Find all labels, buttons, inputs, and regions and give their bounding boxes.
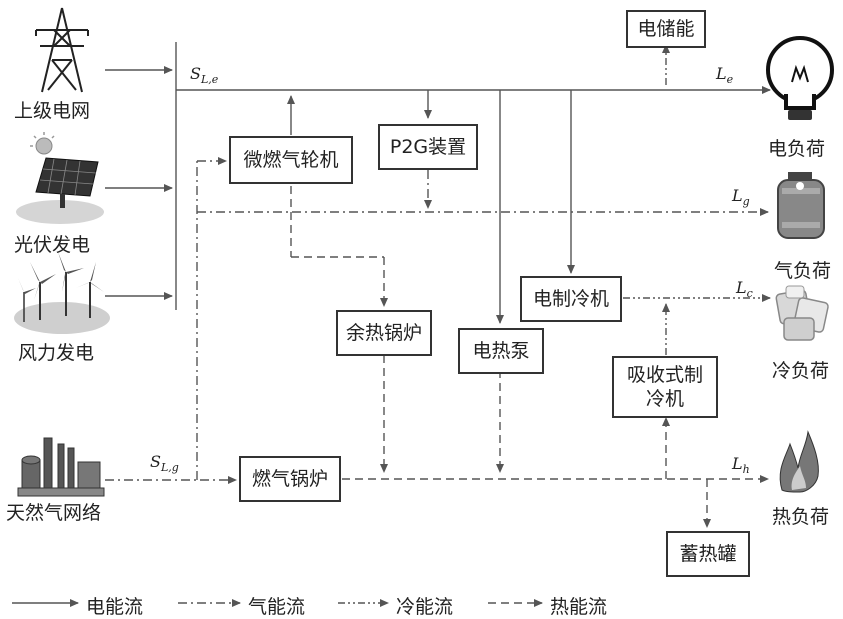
cold-flow-lines <box>623 44 771 355</box>
wind-turbine-icon <box>14 252 110 334</box>
slg-label: SL,g <box>150 452 179 475</box>
gas-cylinder-icon <box>777 172 825 239</box>
cold-load-label: 冷负荷 <box>772 360 830 382</box>
sle-label: SL,e <box>190 64 219 87</box>
gas-load-label: 气负荷 <box>774 260 832 282</box>
gas-boiler-node: 燃气锅炉 <box>239 456 341 502</box>
p2g-node: P2G装置 <box>378 124 478 170</box>
absorption-chiller-label-line2: 冷机 <box>645 388 684 410</box>
legend-cold: 冷能流 <box>396 596 454 618</box>
ice-cubes-icon <box>775 285 829 341</box>
absorption-chiller-node: 吸收式制 冷机 <box>612 356 718 418</box>
wind-label: 风力发电 <box>18 342 95 364</box>
waste-heat-boiler-node: 余热锅炉 <box>336 310 432 356</box>
le-label: Le <box>716 64 734 87</box>
pv-label: 光伏发电 <box>14 234 91 256</box>
heat-pump-label: 电热泵 <box>472 340 530 362</box>
solar-panel-icon <box>16 132 104 224</box>
legend-heat: 热能流 <box>550 596 608 618</box>
gas-flow-lines <box>105 157 769 484</box>
micro-turbine-node: 微燃气轮机 <box>229 136 353 184</box>
electric-flow-lines <box>105 42 771 324</box>
lg-label: Lg <box>732 186 750 209</box>
light-bulb-icon <box>766 36 834 120</box>
storage-label: 电储能 <box>637 18 695 40</box>
heat-pump-node: 电热泵 <box>458 328 544 374</box>
heat-storage-node: 蓄热罐 <box>666 531 750 577</box>
absorption-chiller-label-line1: 吸收式制 <box>626 364 703 386</box>
grid-label: 上级电网 <box>14 100 91 122</box>
legend-gas: 气能流 <box>248 596 306 618</box>
electric-load-label: 电负荷 <box>768 138 826 160</box>
flame-icon <box>779 430 819 493</box>
electric-chiller-label: 电制冷机 <box>532 288 609 310</box>
storage-node: 电储能 <box>626 10 706 48</box>
lc-label: Lc <box>736 278 753 301</box>
waste-heat-boiler-label: 余热锅炉 <box>345 322 422 344</box>
electric-chiller-node: 电制冷机 <box>520 276 622 322</box>
micro-turbine-label: 微燃气轮机 <box>243 149 339 171</box>
heat-load-label: 热负荷 <box>772 506 830 528</box>
p2g-label: P2G装置 <box>389 136 467 158</box>
gas-network-label: 天然气网络 <box>6 502 102 524</box>
transmission-tower-icon <box>35 7 89 93</box>
gas-boiler-label: 燃气锅炉 <box>251 468 328 490</box>
heat-flow-lines <box>290 186 769 528</box>
lh-label: Lh <box>732 454 750 477</box>
heat-storage-label: 蓄热罐 <box>679 543 737 565</box>
legend-electric: 电能流 <box>86 596 144 618</box>
factory-icon <box>17 437 105 497</box>
